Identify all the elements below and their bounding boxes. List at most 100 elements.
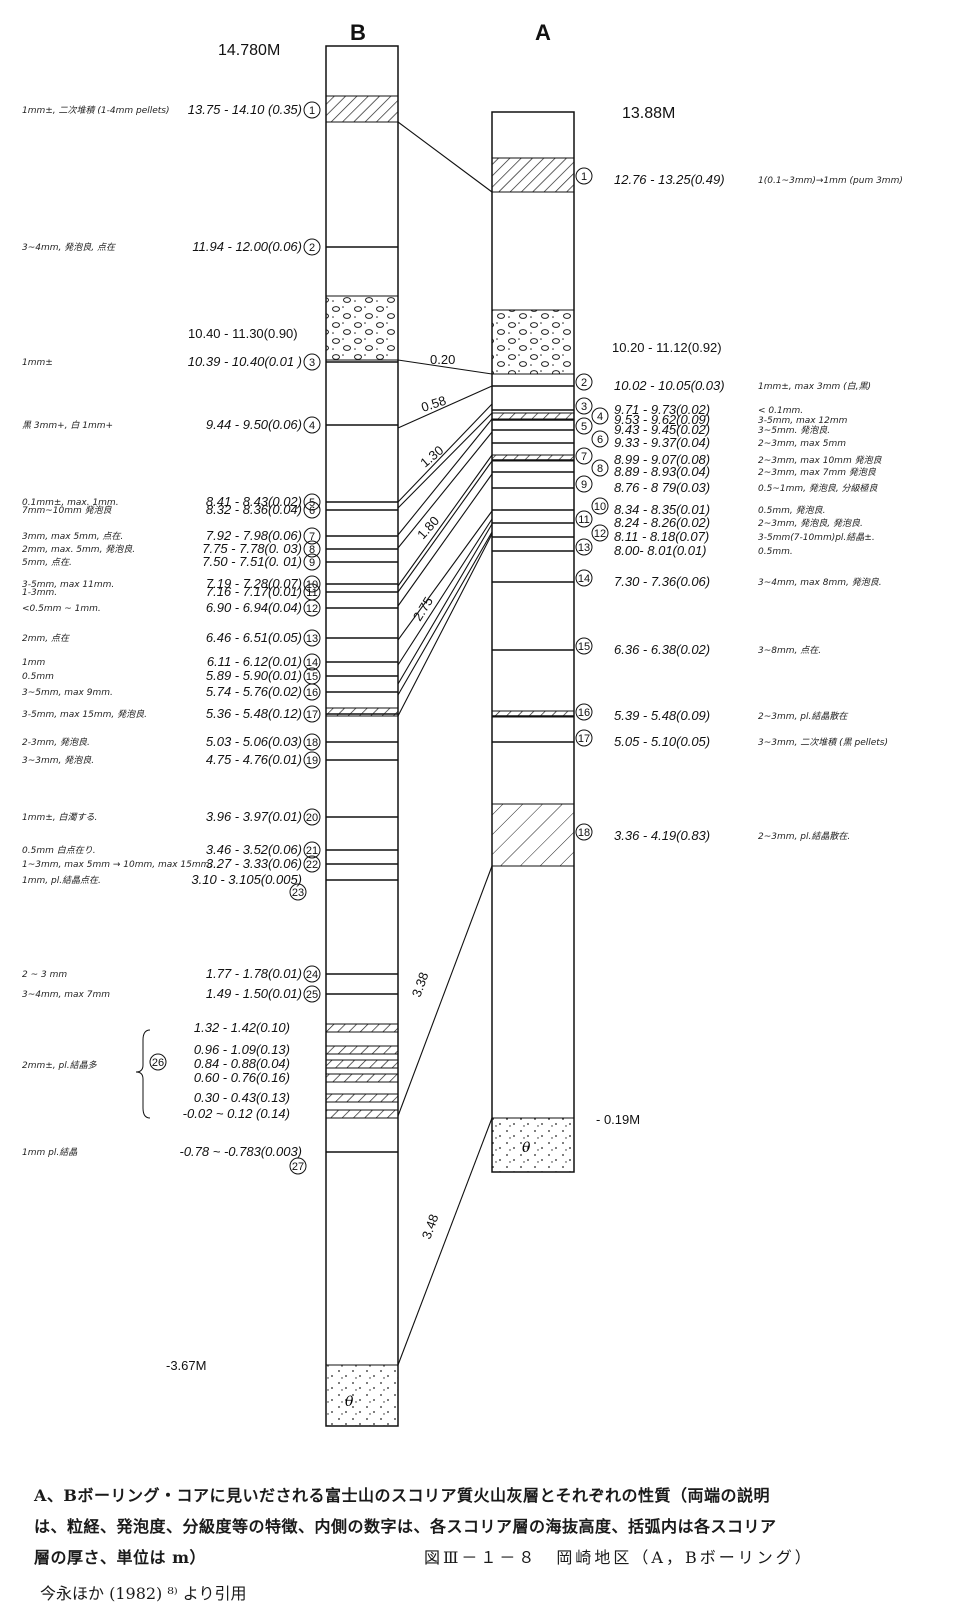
layer-number: 12: [306, 603, 318, 615]
layer-note: 1mm: [22, 658, 45, 668]
layer-note: 7mm~10mm 発泡良: [22, 505, 113, 516]
layer-elevation: 8.24 - 8.26(0.02): [614, 515, 710, 530]
b-layer-label: 97.50 - 7.51(0. 01)5mm, 点在.: [22, 554, 320, 570]
correlation-label: 0.58: [419, 393, 448, 415]
layer-note: 0.5mm: [22, 672, 54, 682]
layer-elevation: 3.36 - 4.19(0.83): [614, 828, 710, 843]
layer-elevation: 11.94 - 12.00(0.06): [192, 239, 302, 254]
layer-elevation: 6.11 - 6.12(0.01): [207, 654, 302, 669]
layer-number: 21: [306, 845, 318, 857]
layer-note: 2-3mm, 発泡良.: [22, 737, 90, 748]
layer-note: 1mm±, 二次堆積 (1-4mm pellets): [22, 105, 170, 116]
column-a-top-elevation: 13.88M: [622, 105, 675, 122]
layer-elevation: 5.74 - 5.76(0.02): [206, 684, 302, 699]
correlation-line: [398, 1118, 492, 1365]
layer-note: 3~5mm. 発泡良.: [758, 425, 830, 436]
b-layer-label: 310.39 - 10.40(0.01 )1mm±: [22, 354, 320, 370]
layer-note: 0.5mm.: [758, 547, 793, 557]
layer-note: 1-3mm.: [22, 588, 57, 598]
column-b-name: B: [350, 20, 366, 45]
b-layer-label: 136.46 - 6.51(0.05)2mm, 点在: [22, 630, 320, 646]
layer-elevation: 5.39 - 5.48(0.09): [614, 708, 710, 723]
b-layer-label: 194.75 - 4.76(0.01)3~3mm, 発泡良.: [22, 752, 320, 768]
correlation-label: 0.20: [430, 352, 455, 367]
layer-elevation: 3.10 - 3.105(0.005): [191, 872, 302, 887]
layer-note: 1mm±: [22, 358, 53, 368]
a-layer-label: 175.05 - 5.10(0.05)3~3mm, 二次堆積 (黒 pellet…: [576, 730, 888, 749]
layer-number: 1: [309, 105, 315, 117]
a-layer-4-hatch: [492, 413, 574, 419]
column-a-name: A: [535, 20, 551, 45]
layer-number: 2: [581, 377, 587, 389]
group-26-band: [326, 1110, 398, 1118]
layer-elevation: 7.30 - 7.36(0.06): [614, 574, 710, 589]
layer-number: 11: [578, 514, 589, 526]
a-thick-band: [492, 310, 574, 374]
layer-number: 24: [306, 969, 318, 981]
source-citation: 今永ほか (1982) ⁸⁾ より引用: [40, 1580, 247, 1604]
layer-note: < 0.1mm.: [758, 406, 803, 416]
layer-number: 18: [306, 737, 318, 749]
group-26-band: [326, 1046, 398, 1054]
layer-elevation: 5.05 - 5.10(0.05): [614, 734, 710, 749]
layer-number: 8: [597, 463, 603, 475]
layer-number: 15: [306, 671, 318, 683]
group-26-band: [326, 1060, 398, 1068]
b-layer-label: 165.74 - 5.76(0.02)3~5mm, max 9mm.: [22, 684, 320, 700]
column-b-labels: 113.75 - 14.10 (0.35)1mm±, 二次堆積 (1-4mm p…: [22, 102, 320, 1174]
layer-elevation: 6.36 - 6.38(0.02): [614, 642, 710, 657]
b-layer-label: 27-0.78 ~ -0.783(0.003)1mm pl.結晶: [22, 1144, 306, 1174]
a-layer-label: 165.39 - 5.48(0.09)2~3mm, pl.結晶散在: [576, 704, 848, 723]
layer-elevation: 4.75 - 4.76(0.01): [206, 752, 302, 767]
a-layer-label: 156.36 - 6.38(0.02)3~8mm, 点在.: [576, 638, 821, 657]
caption-line-2: は、粒経、発泡度、分級度等の特徴、内側の数字は、各スコリア層の海抜高度、括弧内は…: [34, 1511, 954, 1542]
layer-elevation: 3.96 - 3.97(0.01): [206, 809, 302, 824]
layer-number: 14: [578, 573, 590, 585]
layer-note: 3~3mm, 二次堆積 (黒 pellets): [758, 737, 888, 748]
layer-elevation: 8.00- 8.01(0.01): [614, 543, 707, 558]
layer-note: 3~5mm, max 9mm.: [22, 688, 113, 698]
layer-note: 2mm, 点在: [22, 633, 70, 644]
layer-elevation: 7.50 - 7.51(0. 01): [202, 554, 302, 569]
layer-elevation: 6.90 - 6.94(0.04): [206, 600, 302, 615]
theta-mark: θ: [345, 1394, 354, 1410]
correlation-label: 1.30: [417, 443, 446, 471]
layer-number: 13: [578, 542, 590, 554]
layer-note: 3-5mm(7-10mm)pl.結晶±.: [758, 532, 875, 543]
b-bottom-band: [326, 1365, 398, 1426]
b-layer-label: 185.03 - 5.06(0.03)2-3mm, 発泡良.: [22, 734, 320, 750]
correlation-line: [398, 122, 492, 192]
group-26-elevation: 1.32 - 1.42(0.10): [194, 1020, 290, 1035]
layer-number: 16: [578, 707, 590, 719]
theta-mark: θ: [522, 1140, 531, 1156]
layer-elevation: 1.49 - 1.50(0.01): [206, 986, 302, 1001]
column-b-layer-lines: [326, 247, 398, 1152]
layer-elevation: 12.76 - 13.25(0.49): [614, 172, 725, 187]
b-layer-label: 126.90 - 6.94(0.04)<0.5mm ~ 1mm.: [22, 600, 320, 616]
column-a-layer-lines: [492, 386, 574, 742]
layer-number: 3: [309, 357, 315, 369]
layer-number: 9: [309, 557, 315, 569]
caption-line-1: A、Bボーリング・コアに見いだされる富士山のスコリア質火山灰層とそれぞれの性質（…: [34, 1480, 954, 1511]
a-layer-1-hatch: [492, 158, 574, 192]
layer-note: 1mm±, 白濁する.: [22, 812, 97, 823]
column-b-core: [326, 46, 398, 1426]
correlation-line: [398, 524, 492, 684]
layer-note: 3~4mm, max 7mm: [22, 990, 110, 1000]
layer-number: 17: [306, 709, 318, 721]
layer-elevation: 8.11 - 8.18(0.07): [614, 529, 709, 544]
column-b-thick-band-label: 10.40 - 11.30(0.90): [188, 326, 298, 341]
layer-number: 19: [306, 755, 318, 767]
layer-number: 1: [581, 171, 587, 183]
b-layer-label: 251.49 - 1.50(0.01)3~4mm, max 7mm: [22, 986, 320, 1002]
group-26-bracket: [136, 1030, 150, 1118]
b-layer-label: 233.10 - 3.105(0.005)1mm, pl.結晶点在.: [22, 872, 306, 900]
layer-elevation: 5.89 - 5.90(0.01): [206, 668, 302, 683]
layer-number: 6: [597, 434, 603, 446]
layer-elevation: 3.46 - 3.52(0.06): [206, 842, 302, 857]
group-26-elevation: 0.30 - 0.43(0.13): [194, 1090, 290, 1105]
layer-elevation: 5.36 - 5.48(0.12): [206, 706, 302, 721]
column-a-thick-band-label: 10.20 - 11.12(0.92): [612, 340, 722, 355]
layer-number: 10: [594, 501, 606, 513]
